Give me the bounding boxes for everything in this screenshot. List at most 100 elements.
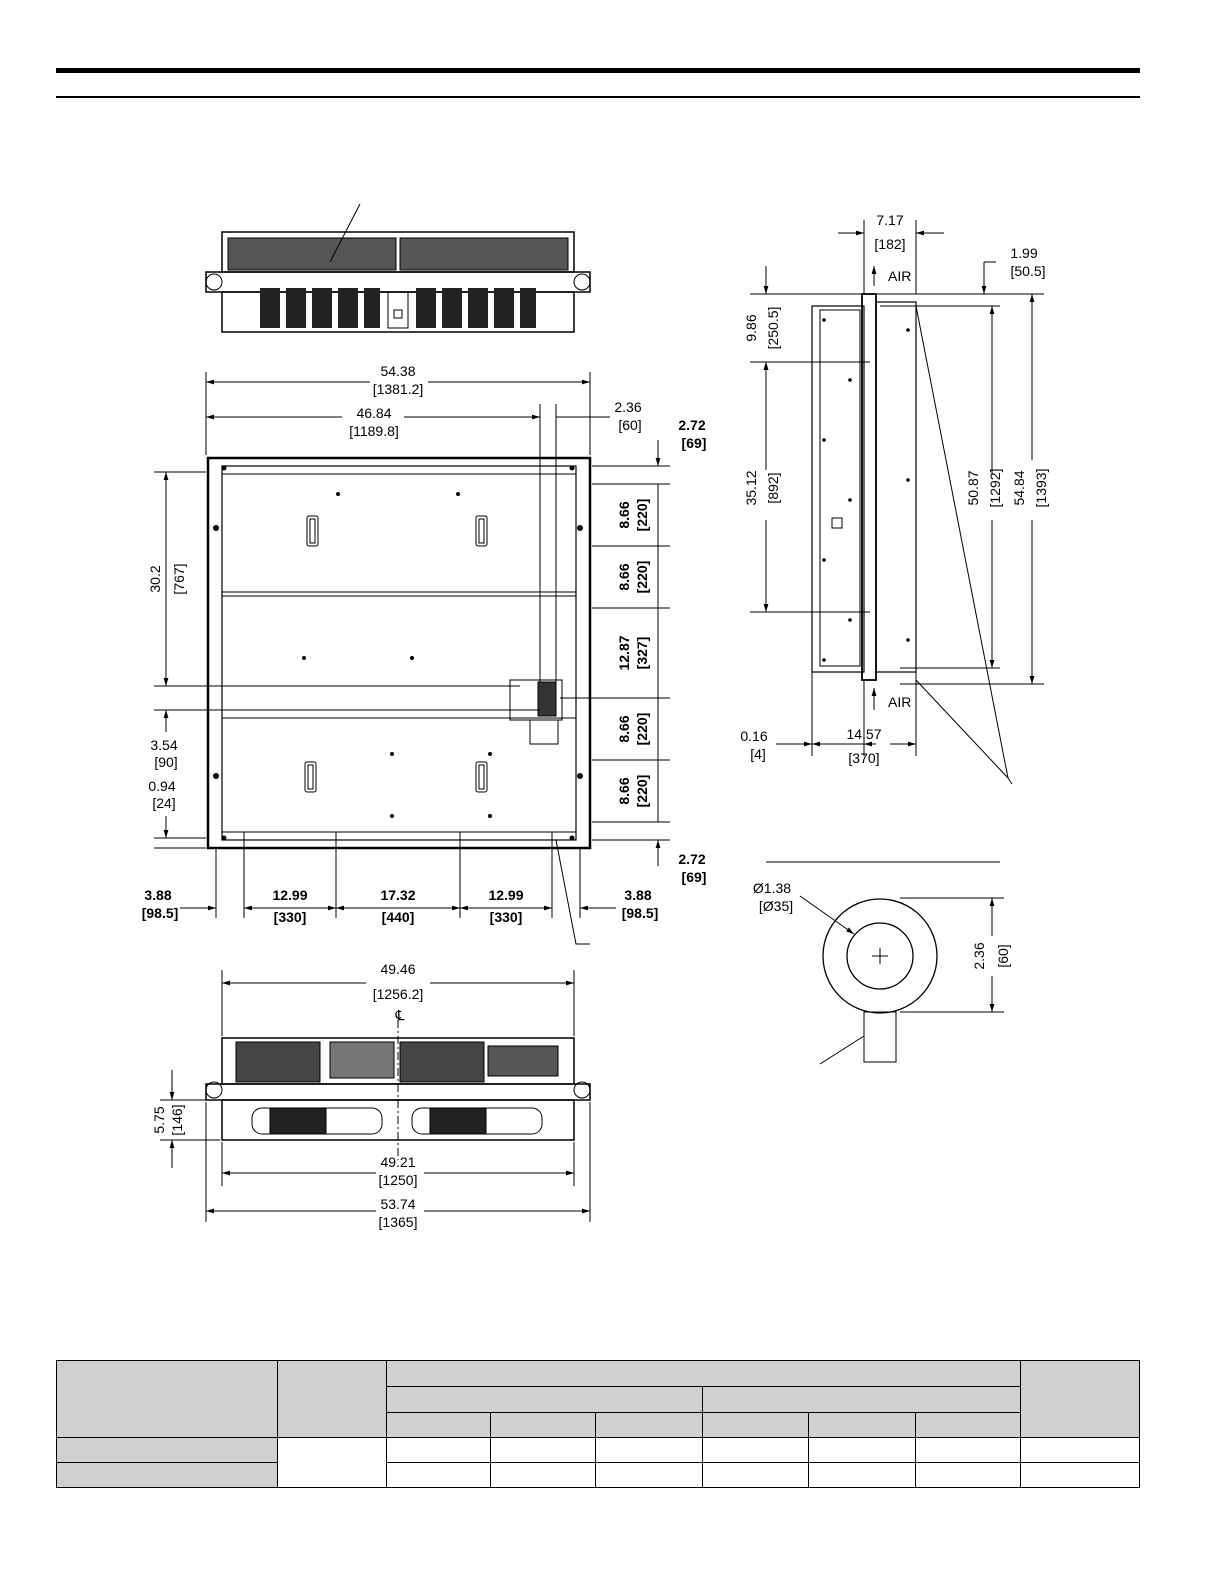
dim-left-height-in: 30.2	[147, 565, 163, 592]
dim-eyebolt-height-mm: [60]	[995, 944, 1011, 967]
table-cell	[808, 1437, 917, 1463]
dim-bottom-seg3-in: 17.32	[380, 887, 415, 903]
dim-top-overall-mm: [1381.2]	[373, 381, 424, 397]
dim-bottom-seg4-in: 12.99	[488, 887, 523, 903]
dim-left-height-mm: [767]	[171, 563, 187, 594]
dim-right-bottom-mm: [69]	[682, 869, 707, 885]
side-view	[811, 293, 1013, 785]
dim-left-low2-mm: [24]	[152, 795, 175, 811]
dim-top-overall-in: 54.38	[380, 363, 415, 379]
dim-seg1-mm: [220]	[634, 499, 650, 532]
table-cell	[702, 1462, 810, 1488]
dim-side-top-offset-in: 1.99	[1010, 245, 1037, 261]
table-header-cell	[808, 1412, 917, 1438]
dim-right-top-mm: [69]	[682, 435, 707, 451]
dim-bottom-seg1-mm: [98.5]	[142, 905, 179, 921]
table-header-cell	[56, 1360, 278, 1438]
dim-bottom-seg2-mm: [330]	[274, 909, 307, 925]
dim-left-low2-in: 0.94	[148, 778, 175, 794]
dim-side-inner-in: 50.87	[965, 470, 981, 505]
air-label-top: AIR	[888, 268, 911, 284]
table-cell	[915, 1462, 1022, 1488]
dim-left-low1-mm: [90]	[154, 754, 177, 770]
dim-seg5-in: 8.66	[616, 777, 632, 804]
table-cell	[276, 1437, 387, 1488]
dim-seg4-mm: [220]	[634, 713, 650, 746]
side-dimension-lines	[750, 220, 1044, 756]
dim-bv-depth-in: 5.75	[151, 1106, 167, 1133]
table-cell	[915, 1437, 1022, 1463]
front-dimension-lines	[154, 372, 670, 945]
dim-eyebolt-dia-in: Ø1.38	[753, 880, 791, 896]
dim-bottom-seg1-in: 3.88	[144, 887, 171, 903]
dim-eyebolt-dia-mm: [Ø35]	[759, 898, 793, 914]
dim-top-mount-mm: [1189.8]	[349, 423, 399, 439]
table-cell	[385, 1462, 491, 1488]
table-header-cell	[915, 1412, 1022, 1438]
table-cell	[702, 1437, 810, 1463]
table-cell	[595, 1462, 704, 1488]
dim-bv-mount-mm: [1250]	[379, 1172, 418, 1188]
air-label-bottom: AIR	[888, 694, 911, 710]
table-header-cell	[595, 1412, 704, 1438]
table-cell	[385, 1437, 491, 1463]
table-row-label	[56, 1437, 278, 1463]
dim-side-inner-mm: [1292]	[987, 469, 1003, 508]
dim-side-depth-in: 14.57	[846, 726, 881, 742]
dim-bv-mount-in: 49.21	[380, 1154, 415, 1170]
table-row	[56, 1462, 1140, 1488]
spec-table	[56, 1360, 1140, 1488]
table-cell	[1020, 1462, 1140, 1488]
dim-right-bottom-in: 2.72	[678, 851, 705, 867]
table-header-cell	[702, 1412, 810, 1438]
table-header-cell	[276, 1360, 387, 1438]
table-header-cell	[385, 1412, 491, 1438]
dim-bv-overall-in: 53.74	[380, 1196, 415, 1212]
table-header-cell	[385, 1360, 1022, 1387]
eyebolt-detail	[766, 861, 1004, 1065]
dim-left-low1-in: 3.54	[150, 737, 177, 753]
dim-seg4-in: 8.66	[616, 715, 632, 742]
dim-seg1-in: 8.66	[616, 501, 632, 528]
dim-side-flange-mm: [4]	[750, 746, 766, 762]
dimension-labels: 54.38 [1381.2] 46.84 [1189.8] 2.36 [60] …	[142, 212, 1049, 1230]
dim-side-upper-in: 9.86	[743, 314, 759, 341]
table-header-cell	[385, 1386, 704, 1413]
dim-side-overall-in: 54.84	[1011, 470, 1027, 505]
dim-bottom-seg2-in: 12.99	[272, 887, 307, 903]
dim-bv-top-mm: [1256.2]	[373, 986, 424, 1002]
dim-side-middle-mm: [892]	[765, 472, 781, 503]
table-cell	[489, 1437, 597, 1463]
table-header-cell	[702, 1386, 1022, 1413]
dimension-drawing: 54.38 [1381.2] 46.84 [1189.8] 2.36 [60] …	[142, 203, 1049, 1230]
table-cell	[489, 1462, 597, 1488]
dim-side-depth-mm: [370]	[848, 750, 879, 766]
dim-eyebolt-height-in: 2.36	[971, 942, 987, 969]
table-cell	[595, 1437, 704, 1463]
dim-right-top-in: 2.72	[678, 417, 705, 433]
dim-seg2-mm: [220]	[634, 561, 650, 594]
dim-seg2-in: 8.66	[616, 563, 632, 590]
dim-side-overall-mm: [1393]	[1033, 469, 1049, 508]
header-rule-thick	[56, 68, 1140, 73]
dim-side-upper-mm: [250.5]	[765, 307, 781, 350]
bottom-dimension-lines	[160, 970, 591, 1222]
dim-side-middle-in: 35.12	[743, 470, 759, 505]
front-view	[206, 456, 592, 850]
table-cell	[808, 1462, 917, 1488]
dim-seg5-mm: [220]	[634, 775, 650, 808]
bottom-view	[205, 1020, 591, 1160]
dim-bottom-seg5-mm: [98.5]	[622, 905, 659, 921]
dim-top-mount-in: 46.84	[356, 405, 391, 421]
dim-seg3-mm: [327]	[634, 637, 650, 670]
table-header-cell	[1020, 1360, 1140, 1438]
table-row-label	[56, 1462, 278, 1488]
dim-side-depth-top-mm: [182]	[874, 236, 905, 252]
dim-right-offset-mm: [60]	[618, 417, 641, 433]
dim-bottom-seg5-in: 3.88	[624, 887, 651, 903]
dim-bv-top-in: 49.46	[380, 961, 415, 977]
header-rule-thin	[56, 96, 1140, 98]
dim-bottom-seg4-mm: [330]	[490, 909, 523, 925]
dim-bottom-seg3-mm: [440]	[382, 909, 415, 925]
table-cell	[1020, 1437, 1140, 1463]
